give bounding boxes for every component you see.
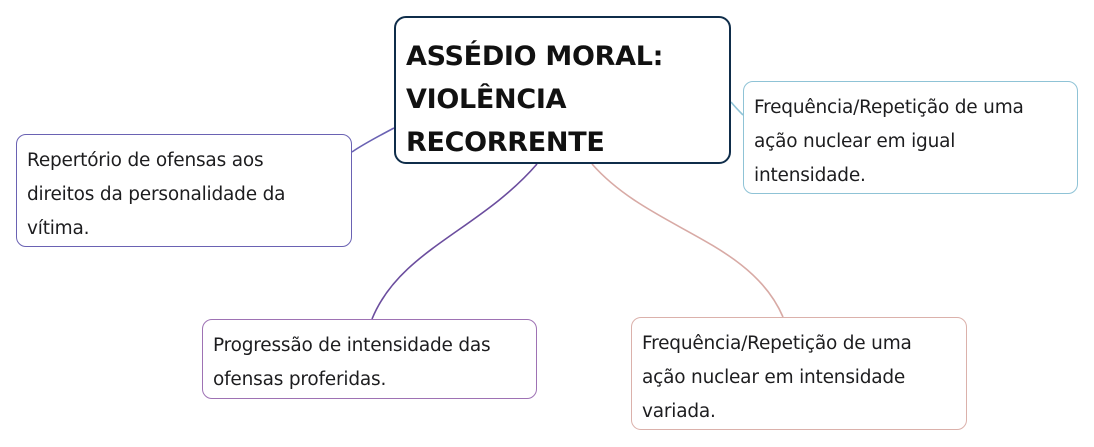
connector-bottom-right: [591, 163, 784, 318]
connector-right-top: [730, 101, 744, 116]
central-topic-node: ASSÉDIO MORAL: VIOLÊNCIA RECORRENTE: [394, 16, 731, 164]
central-topic-line-3: RECORRENTE: [406, 127, 605, 158]
node-right-top-line-3: intensidade.: [754, 165, 866, 186]
node-bottom-right-line-2: ação nuclear em intensidade: [642, 367, 906, 388]
node-frequencia-intensidade-variada: Frequência/Repetição de uma ação nuclear…: [631, 317, 967, 430]
node-left-line-2: direitos da personalidade da: [27, 184, 286, 205]
central-topic-line-1: ASSÉDIO MORAL:: [406, 41, 664, 72]
node-progressao-intensidade: Progressão de intensidade das ofensas pr…: [202, 319, 537, 399]
connector-left: [351, 127, 395, 153]
node-repertorio-ofensas: Repertório de ofensas aos direitos da pe…: [16, 134, 352, 247]
node-left-line-1: Repertório de ofensas aos: [27, 150, 264, 171]
node-bottom-right-line-3: variada.: [642, 401, 716, 422]
central-topic-line-2: VIOLÊNCIA: [406, 84, 567, 115]
node-frequencia-igual-intensidade: Frequência/Repetição de uma ação nuclear…: [743, 81, 1078, 194]
node-right-top-line-2: ação nuclear em igual: [754, 131, 956, 152]
node-bottom-left-line-1: Progressão de intensidade das: [213, 335, 491, 356]
connector-bottom-left: [371, 163, 538, 320]
node-left-line-3: vítima.: [27, 218, 90, 239]
node-right-top-line-1: Frequência/Repetição de uma: [754, 97, 1024, 118]
node-bottom-left-line-2: ofensas proferidas.: [213, 369, 387, 390]
node-bottom-right-line-1: Frequência/Repetição de uma: [642, 333, 912, 354]
